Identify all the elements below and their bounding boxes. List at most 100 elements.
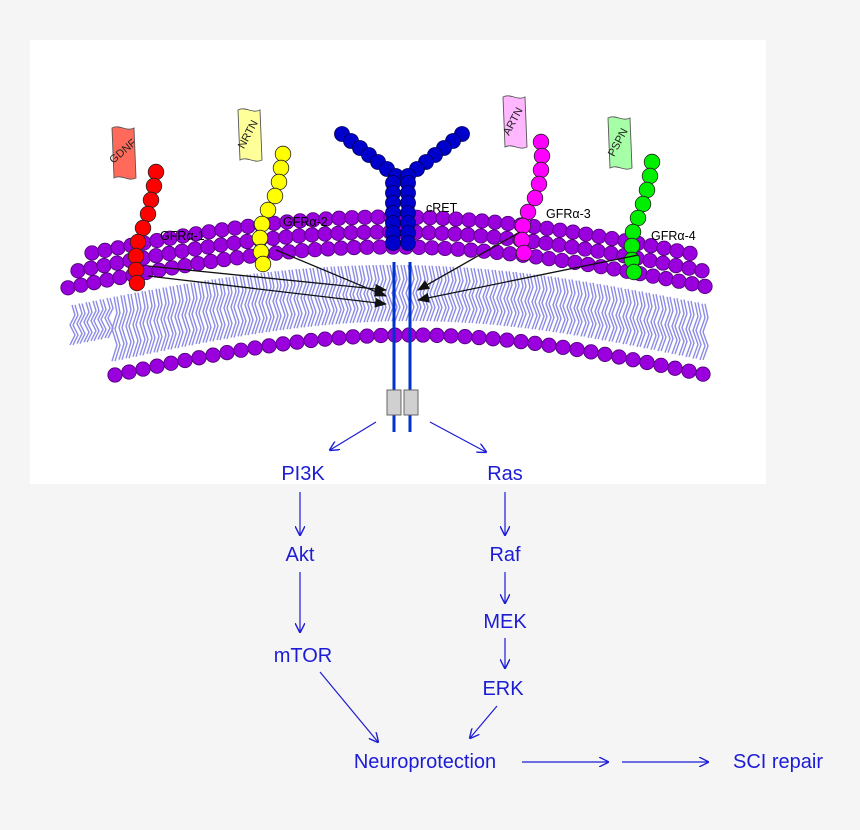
lipid-tail <box>538 275 545 331</box>
lipid-tail <box>79 303 86 344</box>
lipid-tail <box>307 267 314 327</box>
receptor-label: GFRα-1 <box>160 229 205 243</box>
lipid-tail <box>317 267 324 327</box>
receptor-bead <box>643 153 661 171</box>
lipid-tail <box>370 264 377 323</box>
lipid-head <box>682 245 698 261</box>
lipid-head <box>112 269 128 286</box>
receptor-bead <box>134 219 152 237</box>
lipid-head <box>303 332 319 349</box>
lipid-head <box>161 245 177 262</box>
receptor-bead <box>127 247 145 265</box>
lipid-head <box>294 243 310 259</box>
lipid-head <box>216 251 232 268</box>
lipid-tail <box>412 265 419 322</box>
lipid-tail <box>534 274 541 330</box>
receptor-bead <box>272 159 290 177</box>
lipid-tail <box>401 264 408 322</box>
receptor-bead <box>128 274 146 292</box>
lipid-head <box>590 243 606 259</box>
lipid-head <box>668 258 684 274</box>
lipid-tail <box>258 272 265 334</box>
lipid-tail <box>104 297 111 339</box>
lipid-tail <box>492 269 499 325</box>
lipid-head <box>606 261 622 277</box>
lipid-tail <box>583 281 590 337</box>
lipid-tail <box>594 283 601 340</box>
lipid-tail <box>436 265 443 322</box>
lipid-head <box>473 228 489 244</box>
lipid-tail <box>314 267 321 327</box>
lipid-tail <box>296 269 303 329</box>
lipid-tail <box>685 300 692 358</box>
lipid-head <box>240 218 256 234</box>
lipid-head <box>565 224 581 240</box>
lipid-head <box>343 225 359 241</box>
lipid-tail <box>503 271 510 327</box>
lipid-head <box>656 240 672 256</box>
lipid-head <box>121 364 137 380</box>
lipid-tail <box>688 300 695 358</box>
lipid-head <box>333 240 349 256</box>
lipid-head <box>135 361 151 377</box>
lipid-head <box>107 367 123 383</box>
lipid-tail <box>209 279 216 342</box>
lipid-tail <box>415 265 422 322</box>
lipid-tail <box>90 300 97 342</box>
receptor-bead <box>519 203 537 221</box>
lipid-head <box>226 235 242 251</box>
lipid-tail <box>482 269 489 325</box>
lipid-tail <box>363 265 370 323</box>
pathway: PI3K Akt mTOR Ras Raf MEK ERK Neuroprote… <box>274 421 823 773</box>
lipid-head <box>681 260 697 276</box>
lipid-tail <box>163 287 170 352</box>
lipid-head <box>552 222 568 238</box>
lipid-tail <box>499 270 506 326</box>
receptor-bead <box>623 237 641 255</box>
lipid-head <box>421 225 437 241</box>
lipid-tail <box>219 278 226 341</box>
lipid-tail <box>132 292 139 357</box>
lipid-head <box>344 210 360 226</box>
kinase-domain-right <box>403 389 419 416</box>
receptor-bead <box>638 181 656 199</box>
receptor-bead <box>526 189 544 207</box>
lipid-tail <box>188 282 195 346</box>
cret-label: cRET <box>426 201 458 215</box>
node-erk: ERK <box>482 678 524 700</box>
lipid-head <box>229 250 245 266</box>
lipid-head <box>148 248 164 264</box>
cret-receptor: cRET <box>334 126 470 432</box>
node-raf: Raf <box>489 544 521 566</box>
lipid-tail <box>226 277 233 339</box>
lipid-head <box>151 262 167 278</box>
receptor-bead <box>259 201 277 219</box>
lipid-tail <box>205 280 212 343</box>
node-akt: Akt <box>286 544 315 566</box>
lipid-tail <box>366 265 373 323</box>
lipid-tail <box>639 291 646 348</box>
lipid-tail <box>475 268 482 324</box>
lipid-tail <box>517 272 524 328</box>
lipid-tail <box>695 302 702 359</box>
lipid-head <box>370 209 386 225</box>
receptor-bead <box>530 175 548 193</box>
lipid-tail <box>601 285 608 341</box>
lipid-head <box>499 230 515 247</box>
lipid-tail <box>387 264 394 322</box>
lipid-tail <box>244 274 251 336</box>
lipid-tail <box>555 277 562 333</box>
lipid-tail <box>604 285 611 341</box>
lipid-tail <box>142 291 149 356</box>
lipid-head <box>203 253 219 270</box>
lipid-tail <box>275 271 282 332</box>
lipid-head <box>625 352 641 368</box>
lipid-tail <box>328 266 335 325</box>
lipid-head <box>356 224 372 240</box>
lipid-head <box>486 229 502 245</box>
receptor-bead <box>147 163 165 181</box>
lipid-tail <box>629 290 636 346</box>
lipid-tail <box>118 295 125 360</box>
lipid-head <box>669 243 685 259</box>
